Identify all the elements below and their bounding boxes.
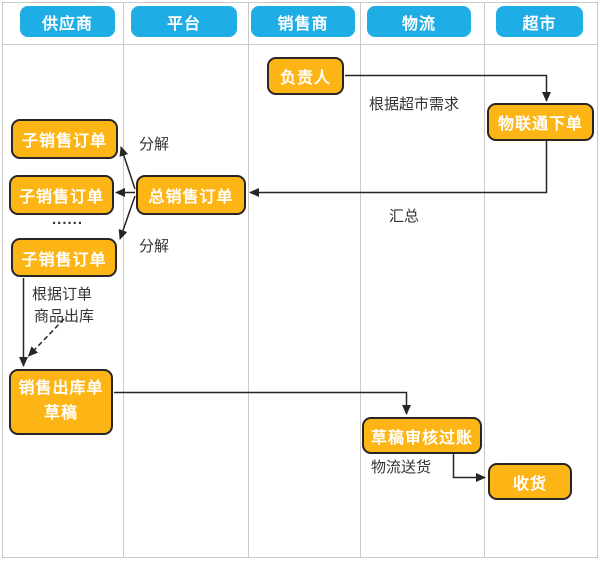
connector-outbound-draft-to-draft-posting xyxy=(114,391,411,415)
lane-header-platform: 平台 xyxy=(131,6,237,37)
connector-draft-posting-to-receive xyxy=(452,454,486,482)
node-receive: 收货 xyxy=(488,463,572,500)
node-master-order: 总销售订单 xyxy=(136,175,246,215)
edge-label-delivery: 物流送货 xyxy=(371,459,432,476)
lane-header-supermarket: 超市 xyxy=(496,6,583,37)
edge-label-per-order-line1: 根据订单 xyxy=(32,286,93,303)
connector-wlt-order-to-master-order xyxy=(249,141,548,197)
node-sub-order-2: 子销售订单 xyxy=(9,175,114,215)
ellipsis-more-orders: ...... xyxy=(52,211,84,228)
edge-label-decompose-bottom: 分解 xyxy=(139,238,170,255)
connector-master-to-sub-order-1 xyxy=(119,146,136,190)
edge-label-summarize: 汇总 xyxy=(389,208,420,225)
node-wlt-order: 物联通下单 xyxy=(487,103,594,141)
lane-header-logistics: 物流 xyxy=(367,6,471,37)
connector-master-to-sub-order-3 xyxy=(118,195,136,240)
node-sub-order-1: 子销售订单 xyxy=(11,119,118,159)
node-manager: 负责人 xyxy=(267,57,344,95)
flow-connectors xyxy=(19,74,551,482)
node-outbound-draft-line1: 销售出库单 xyxy=(18,380,104,398)
node-outbound-draft: 销售出库单 草稿 xyxy=(9,369,113,435)
node-draft-posting: 草稿审核过账 xyxy=(362,417,482,454)
connector-dashed-to-outbound-draft xyxy=(27,318,65,357)
node-sub-order-3: 子销售订单 xyxy=(11,238,117,277)
lane-header-seller: 销售商 xyxy=(251,6,355,37)
edge-label-per-order-line2: 商品出库 xyxy=(34,308,95,325)
node-outbound-draft-line2: 草稿 xyxy=(43,405,78,422)
edge-label-demand: 根据超市需求 xyxy=(369,96,460,113)
connector-manager-to-wlt-order xyxy=(345,74,551,102)
edge-label-decompose-top: 分解 xyxy=(139,136,170,153)
lane-header-supplier: 供应商 xyxy=(20,6,115,37)
